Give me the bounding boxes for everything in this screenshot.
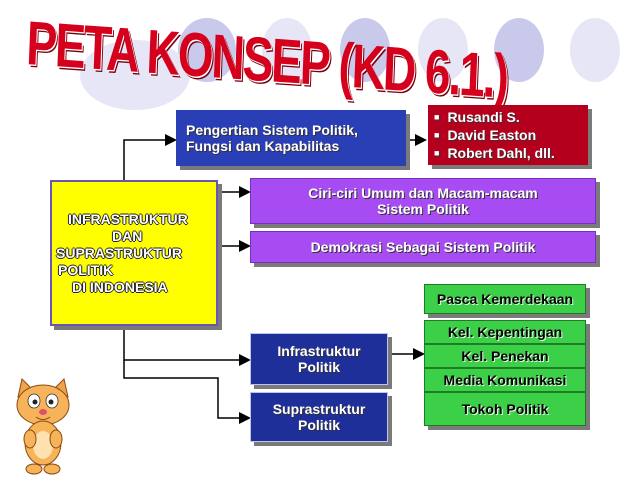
node-suprastruktur: Suprastruktur Politik	[250, 392, 388, 442]
node-suprastruktur-line-2: Politik	[297, 417, 340, 433]
tokoh-item: David Easton	[434, 126, 555, 144]
node-pengertian-line-2: Fungsi dan Kapabilitas	[186, 138, 340, 154]
infra-list-label: Kel. Kepentingan	[447, 324, 563, 340]
node-ciri: Ciri-ciri Umum dan Macam-macam Sistem Po…	[250, 178, 596, 224]
node-main-line-3: SUPRASTRUKTUR	[56, 244, 182, 261]
decor-circle-3	[340, 18, 390, 82]
infra-list-label: Tokoh Politik	[461, 401, 549, 417]
tokoh-item: Robert Dahl, dll.	[434, 144, 554, 162]
node-pasca: Pasca Kemerdekaan	[424, 284, 586, 314]
node-infrastruktur-line-2: Politik	[297, 359, 340, 375]
decor-circle-7	[80, 40, 190, 110]
decor-circle-6	[570, 18, 620, 82]
node-demokrasi-label: Demokrasi Sebagai Sistem Politik	[310, 239, 536, 255]
node-ciri-line-1: Ciri-ciri Umum dan Macam-macam	[308, 185, 538, 201]
node-demokrasi: Demokrasi Sebagai Sistem Politik	[250, 231, 596, 263]
node-tokoh: Rusandi S. David Easton Robert Dahl, dll…	[428, 105, 588, 165]
cartoon-cat-icon	[16, 378, 70, 475]
node-main-line-5: DI INDONESIA	[72, 278, 168, 295]
infra-list-item: Tokoh Politik	[424, 392, 586, 426]
node-main-line-1: INFRASTRUKTUR	[68, 210, 188, 227]
tokoh-item: Rusandi S.	[434, 108, 555, 126]
node-suprastruktur-line-1: Suprastruktur	[272, 401, 366, 417]
decor-circle-5	[494, 18, 544, 82]
node-pengertian-line-1: Pengertian Sistem Politik,	[186, 122, 358, 138]
node-ciri-line-2: Sistem Politik	[377, 201, 469, 217]
decor-circle-2	[262, 18, 312, 82]
node-pengertian: Pengertian Sistem Politik, Fungsi dan Ka…	[176, 110, 406, 166]
node-main: INFRASTRUKTUR DAN SUPRASTRUKTUR POLITIK …	[50, 180, 218, 326]
infra-list-item: Kel. Kepentingan	[424, 320, 586, 344]
infra-list-label: Kel. Penekan	[461, 348, 549, 364]
node-main-line-2: DAN	[112, 227, 143, 244]
node-infrastruktur: Infrastruktur Politik	[250, 333, 388, 385]
node-main-line-4: POLITIK	[58, 261, 114, 278]
node-infrastruktur-line-1: Infrastruktur	[277, 343, 361, 359]
infra-list-item: Media Komunikasi	[424, 368, 586, 392]
infra-list-item: Kel. Penekan	[424, 344, 586, 368]
infra-list-label: Media Komunikasi	[443, 372, 567, 388]
decor-circle-4	[418, 18, 468, 82]
node-pasca-label: Pasca Kemerdekaan	[436, 291, 574, 307]
